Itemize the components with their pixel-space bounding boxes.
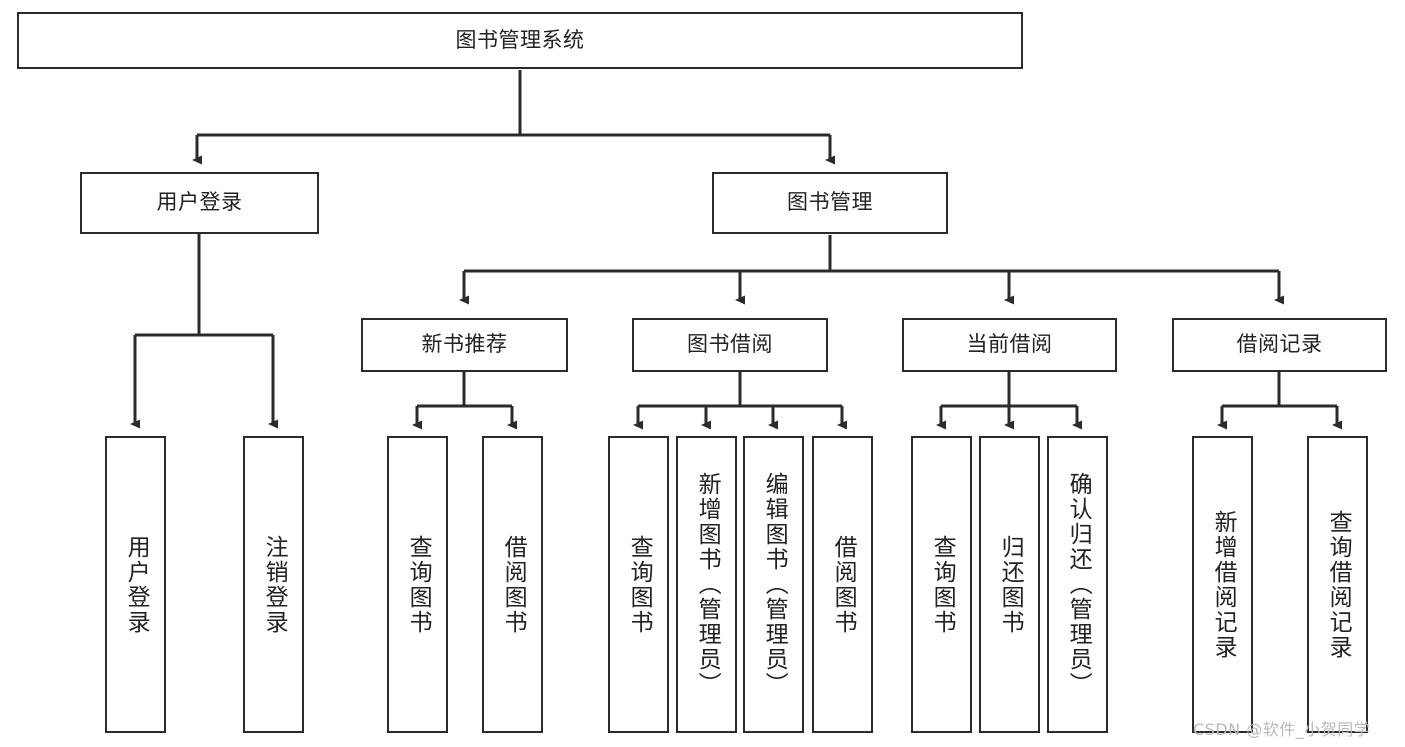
node-label: 新增图书（管理员） — [694, 472, 721, 697]
node-label: 借阅图书 — [830, 534, 857, 635]
leaf-current-borrow-query-book[interactable]: 查询图书 — [911, 436, 972, 733]
node-label: 新增借阅记录 — [1210, 509, 1237, 660]
node-label: 注销登录 — [261, 534, 288, 635]
leaf-book-borrow-borrow-book[interactable]: 借阅图书 — [812, 436, 873, 733]
node-new-book-recommend[interactable]: 新书推荐 — [361, 318, 568, 372]
node-label: 用户登录 — [123, 534, 150, 635]
node-root-book-management-system[interactable]: 图书管理系统 — [17, 12, 1023, 69]
leaf-new-book-borrow-book[interactable]: 借阅图书 — [482, 436, 543, 733]
leaf-borrow-record-add-record[interactable]: 新增借阅记录 — [1192, 436, 1253, 733]
node-label: 用户登录 — [156, 190, 243, 215]
leaf-book-borrow-edit-book-admin[interactable]: 编辑图书（管理员） — [743, 436, 804, 733]
node-label: 确认归还（管理员） — [1065, 472, 1092, 697]
leaf-current-borrow-confirm-return-admin[interactable]: 确认归还（管理员） — [1047, 436, 1108, 733]
csdn-watermark: CSDN @软件_小贺同学 — [1193, 720, 1371, 739]
node-label: 编辑图书（管理员） — [761, 472, 788, 697]
node-label: 查询图书 — [929, 534, 956, 635]
leaf-book-borrow-add-book-admin[interactable]: 新增图书（管理员） — [676, 436, 737, 733]
node-current-borrow[interactable]: 当前借阅 — [902, 318, 1117, 372]
leaf-user-login-logout[interactable]: 注销登录 — [243, 436, 304, 733]
node-label: 图书管理 — [787, 190, 873, 215]
node-label: 借阅图书 — [500, 534, 527, 635]
node-label: 新书推荐 — [421, 332, 508, 357]
node-user-login[interactable]: 用户登录 — [80, 172, 319, 234]
node-label: 查询图书 — [405, 534, 432, 635]
node-label: 查询借阅记录 — [1325, 509, 1352, 660]
node-label: 查询图书 — [626, 534, 653, 635]
node-label: 归还图书 — [997, 534, 1024, 635]
node-book-borrow[interactable]: 图书借阅 — [632, 318, 828, 372]
node-label: 当前借阅 — [966, 332, 1053, 357]
leaf-user-login-login[interactable]: 用户登录 — [105, 436, 166, 733]
node-borrow-record[interactable]: 借阅记录 — [1172, 318, 1387, 372]
node-label: 借阅记录 — [1236, 332, 1323, 357]
leaf-current-borrow-return-book[interactable]: 归还图书 — [979, 436, 1040, 733]
node-book-management[interactable]: 图书管理 — [712, 172, 948, 234]
node-label: 图书借阅 — [687, 332, 773, 357]
node-label: 图书管理系统 — [455, 27, 585, 52]
leaf-borrow-record-query-record[interactable]: 查询借阅记录 — [1307, 436, 1368, 733]
leaf-new-book-query-book[interactable]: 查询图书 — [387, 436, 448, 733]
leaf-book-borrow-query-book[interactable]: 查询图书 — [608, 436, 669, 733]
